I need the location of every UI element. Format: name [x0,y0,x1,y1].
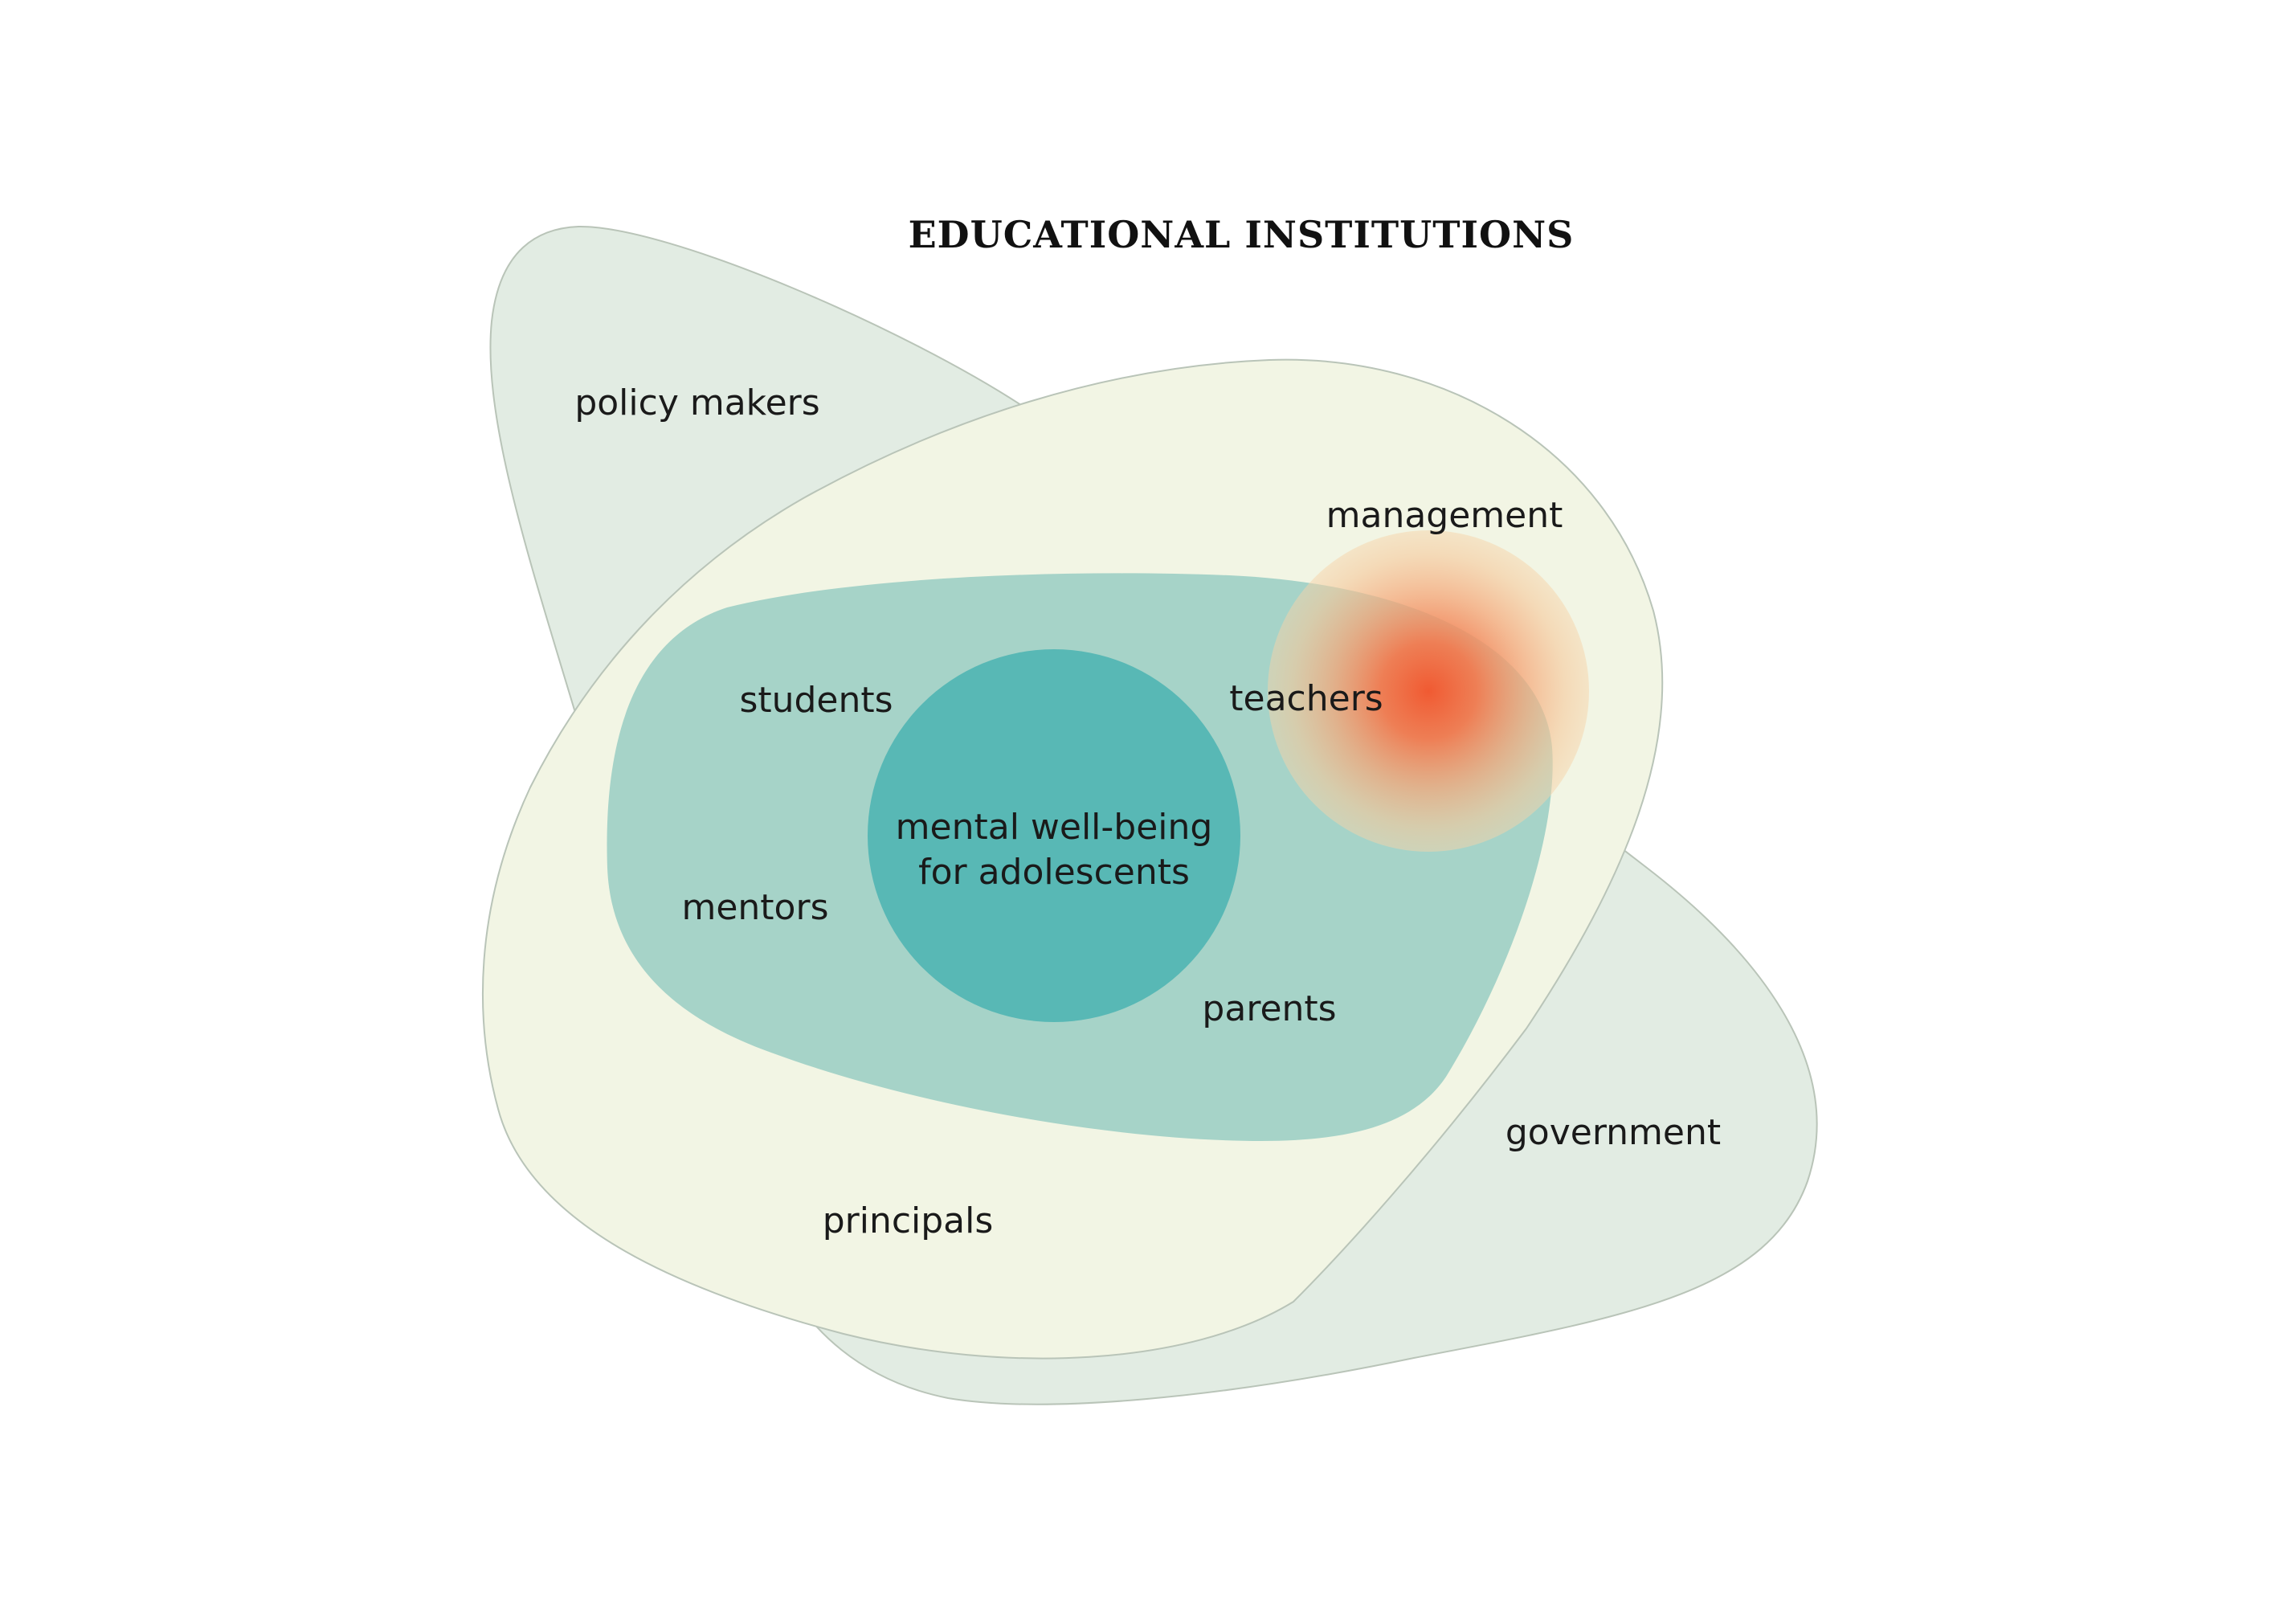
label-mentors: mentors [681,887,828,928]
center-label-line-2: for adolescents [918,852,1190,893]
center-label-line-1: mental well-being [896,807,1213,848]
label-parents: parents [1202,988,1336,1029]
label-management: management [1326,495,1563,536]
label-teachers: teachers [1229,678,1383,719]
core-circle [868,649,1240,1022]
diagram-title: EDUCATIONAL INSTITUTIONS [909,213,1575,256]
teachers-highlight [1268,530,1589,852]
label-students: students [739,680,893,721]
label-policy-makers: policy makers [574,382,819,423]
label-government: government [1505,1112,1721,1153]
label-principals: principals [823,1200,994,1241]
